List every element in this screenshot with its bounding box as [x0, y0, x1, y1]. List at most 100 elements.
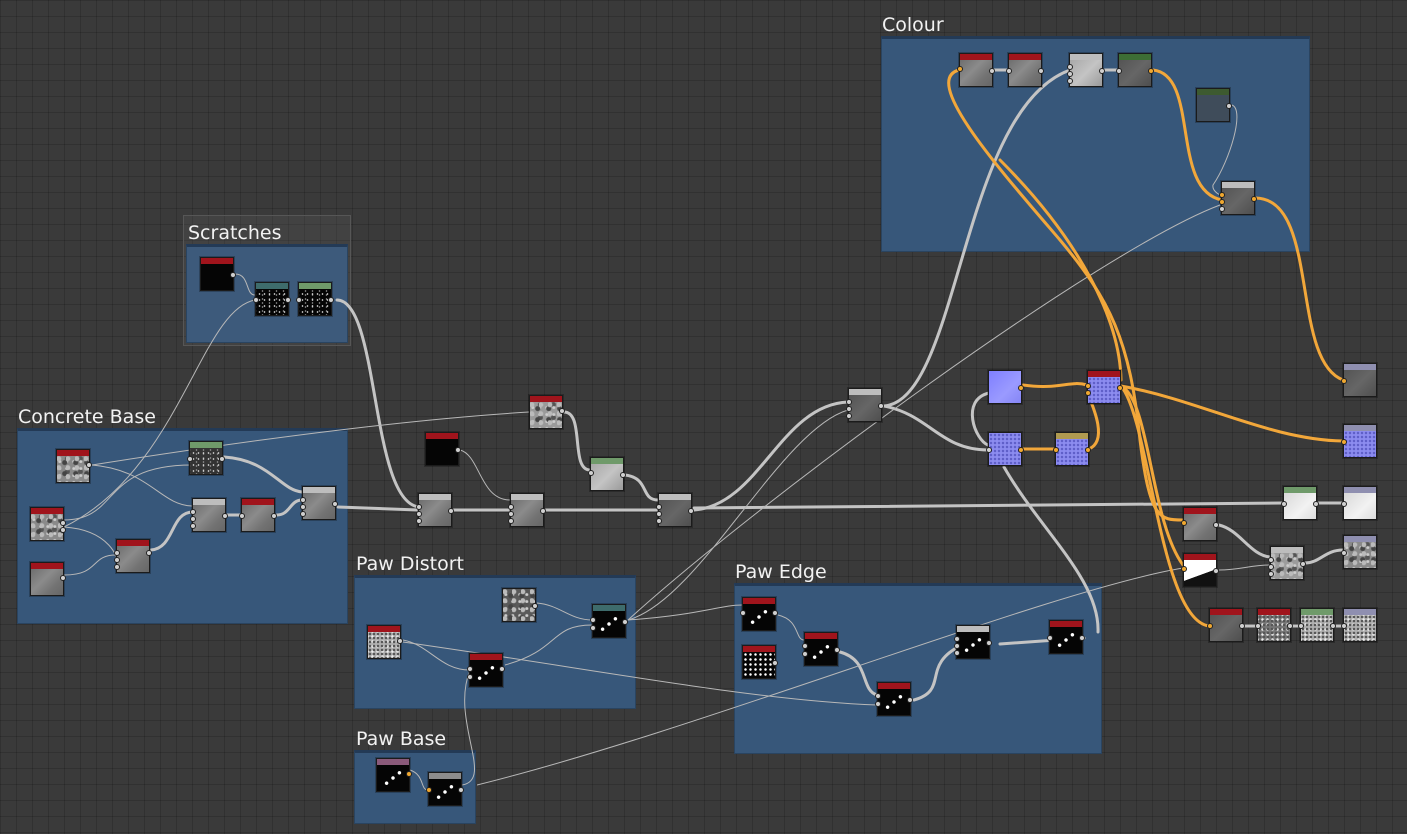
output-port[interactable]: [1038, 68, 1044, 74]
input-port[interactable]: [588, 470, 594, 476]
output-port[interactable]: [222, 513, 228, 519]
input-port[interactable]: [508, 518, 514, 524]
colour-node-1[interactable]: [957, 53, 995, 87]
output-port[interactable]: [448, 508, 454, 514]
output-port[interactable]: [499, 666, 505, 672]
paw-edge-frame[interactable]: [734, 583, 1102, 754]
output-port[interactable]: [1018, 447, 1024, 453]
paw-edge-node-3[interactable]: [802, 632, 840, 666]
input-port[interactable]: [1341, 378, 1347, 384]
output-normal[interactable]: [1341, 424, 1377, 458]
input-port[interactable]: [954, 636, 960, 642]
paw-base-transform-node[interactable]: [426, 772, 464, 806]
input-port[interactable]: [426, 787, 432, 793]
output-port[interactable]: [620, 472, 626, 478]
paw-edge-node-2[interactable]: [742, 645, 778, 679]
blend-node-1[interactable]: [416, 493, 454, 527]
input-port[interactable]: [1085, 383, 1091, 389]
paw-edge-node-5[interactable]: [954, 625, 992, 659]
colour-node-4[interactable]: [1116, 53, 1154, 87]
output-port[interactable]: [1287, 623, 1293, 629]
output-port[interactable]: [907, 697, 913, 703]
input-port[interactable]: [253, 297, 259, 303]
input-port[interactable]: [1207, 623, 1213, 629]
output-port[interactable]: [455, 447, 461, 453]
input-port[interactable]: [802, 651, 808, 657]
ao-node-1[interactable]: [1207, 608, 1245, 642]
output-port[interactable]: [328, 297, 334, 303]
ao-node-2[interactable]: [1255, 608, 1293, 642]
blend-node-3[interactable]: [656, 493, 694, 527]
colour-frame-title[interactable]: Colour: [882, 14, 944, 36]
output-port[interactable]: [1117, 385, 1123, 391]
output-port[interactable]: [1018, 385, 1024, 391]
input-port[interactable]: [1181, 520, 1187, 526]
input-port[interactable]: [114, 564, 120, 570]
input-port[interactable]: [954, 643, 960, 649]
output-port[interactable]: [989, 68, 995, 74]
output-port[interactable]: [772, 610, 778, 616]
output-ao[interactable]: [1341, 608, 1377, 642]
scratches-node-2[interactable]: [253, 282, 291, 316]
input-port[interactable]: [1298, 623, 1304, 629]
output-port[interactable]: [1085, 447, 1091, 453]
input-port[interactable]: [190, 516, 196, 522]
output-port[interactable]: [458, 787, 464, 793]
input-port[interactable]: [1116, 68, 1122, 74]
input-port[interactable]: [239, 513, 245, 519]
concrete-node-5[interactable]: [114, 539, 152, 573]
output-port[interactable]: [60, 520, 66, 526]
input-port[interactable]: [1053, 447, 1059, 453]
input-port[interactable]: [1219, 206, 1225, 212]
input-port[interactable]: [416, 511, 422, 517]
output-port[interactable]: [540, 508, 546, 514]
height-levels-node[interactable]: [1281, 486, 1319, 520]
input-port[interactable]: [1268, 564, 1274, 570]
output-port[interactable]: [285, 297, 291, 303]
input-port[interactable]: [1341, 439, 1347, 445]
input-port[interactable]: [190, 509, 196, 515]
output-port[interactable]: [332, 501, 338, 507]
input-port[interactable]: [846, 406, 852, 412]
output-port[interactable]: [772, 660, 778, 666]
input-port[interactable]: [416, 518, 422, 524]
input-port[interactable]: [1006, 68, 1012, 74]
output-port[interactable]: [1330, 623, 1336, 629]
input-port[interactable]: [1181, 566, 1187, 572]
input-port[interactable]: [1281, 501, 1287, 507]
input-port[interactable]: [1219, 199, 1225, 205]
input-port[interactable]: [846, 413, 852, 419]
input-port[interactable]: [1067, 64, 1073, 70]
output-port[interactable]: [559, 408, 565, 414]
noise-node-mid[interactable]: [529, 395, 565, 429]
output-port[interactable]: [1099, 68, 1105, 74]
concrete-node-7[interactable]: [239, 498, 277, 532]
paw-edge-node-1[interactable]: [740, 597, 778, 631]
output-port[interactable]: [60, 575, 66, 581]
paw-distort-frame-title[interactable]: Paw Distort: [356, 553, 464, 575]
input-port[interactable]: [957, 66, 963, 72]
curvature-node[interactable]: [1181, 507, 1219, 541]
concrete-node-1[interactable]: [56, 449, 92, 483]
input-port[interactable]: [467, 666, 473, 672]
normal-blend-node[interactable]: [1053, 432, 1091, 466]
output-port[interactable]: [406, 771, 412, 777]
output-port[interactable]: [1226, 103, 1232, 109]
input-port[interactable]: [1067, 78, 1073, 84]
input-port[interactable]: [114, 550, 120, 556]
output-port[interactable]: [146, 550, 152, 556]
output-port[interactable]: [230, 272, 236, 278]
input-port[interactable]: [656, 511, 662, 517]
input-port[interactable]: [1268, 557, 1274, 563]
input-port[interactable]: [1341, 501, 1347, 507]
blend-node-4[interactable]: [846, 388, 884, 422]
input-port[interactable]: [300, 497, 306, 503]
output-port[interactable]: [397, 638, 403, 644]
normal-combine-node[interactable]: [1085, 370, 1123, 404]
output-port[interactable]: [688, 508, 694, 514]
input-port[interactable]: [114, 557, 120, 563]
input-port[interactable]: [508, 511, 514, 517]
input-port[interactable]: [508, 504, 514, 510]
input-port[interactable]: [954, 650, 960, 656]
normal-node-1[interactable]: [988, 370, 1024, 404]
